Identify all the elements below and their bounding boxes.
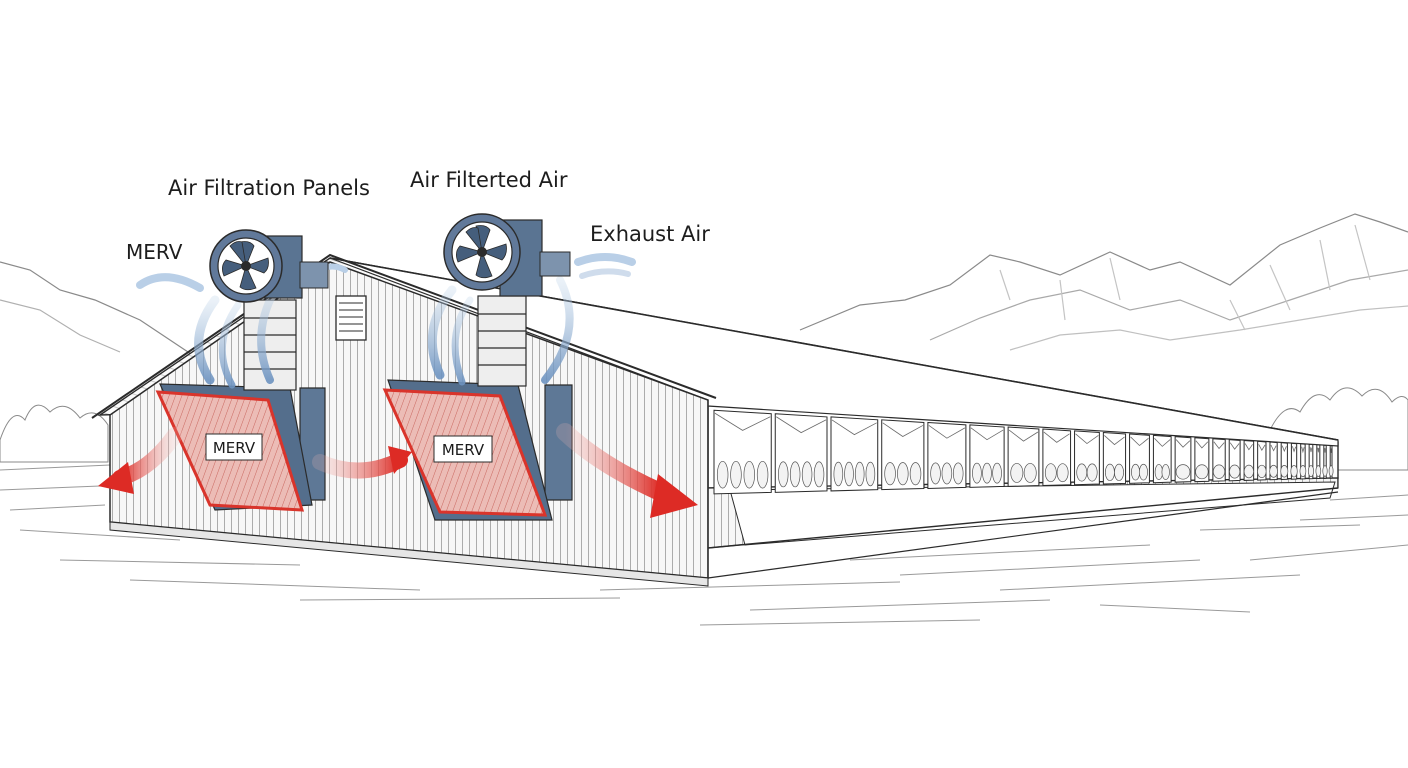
truss-line	[1309, 447, 1313, 453]
bird-figure	[801, 461, 813, 488]
truss-line	[1270, 444, 1277, 452]
intake-airflow-arrows	[98, 423, 698, 518]
bird-figure	[844, 461, 854, 487]
bird-figure	[1195, 464, 1209, 480]
bird-figure	[865, 461, 876, 487]
bird-figure	[833, 461, 844, 487]
bird-figure	[1076, 463, 1088, 482]
duct-right	[477, 295, 527, 387]
bird-figure	[1328, 465, 1334, 477]
bird-figure	[972, 462, 982, 484]
bird-figure	[1257, 464, 1267, 478]
bird-figure	[1056, 463, 1069, 483]
truss-line	[1154, 438, 1171, 447]
bird-figure	[982, 462, 992, 484]
bird-figure	[897, 462, 909, 486]
bird-figure	[1315, 465, 1322, 477]
truss-line	[1130, 436, 1149, 447]
truss-line	[1317, 447, 1320, 453]
bird-figure	[1290, 465, 1298, 478]
bird-figure	[930, 462, 941, 485]
bird-figure	[1269, 464, 1278, 478]
bird-figure	[1280, 465, 1289, 478]
exhaust-fan-icon	[209, 229, 329, 303]
bird-figure	[1212, 464, 1226, 479]
bird-figure	[1322, 465, 1328, 477]
bird-figure	[1229, 464, 1241, 479]
bird-figure	[730, 460, 742, 489]
label-air-filtered-air: Air Filterted Air	[410, 168, 568, 192]
truss-line	[1258, 444, 1266, 451]
truss-line	[1175, 439, 1191, 448]
mountains-background	[0, 213, 1408, 361]
truss-line	[1301, 446, 1305, 454]
bird-figure	[1010, 463, 1024, 483]
barn-window-openings	[713, 409, 1334, 495]
bird-figure	[909, 462, 922, 486]
bird-figure	[992, 462, 1002, 484]
bird-figure	[941, 462, 953, 485]
bird-figure	[813, 461, 825, 488]
bird-figure	[756, 460, 769, 489]
truss-line	[1104, 435, 1125, 446]
bird-figure	[1175, 464, 1191, 480]
bird-figure	[952, 462, 964, 485]
filter-unit-left: MERV	[155, 383, 326, 512]
truss-line	[776, 416, 827, 434]
bird-figure	[777, 461, 789, 488]
bird-figure	[1299, 465, 1307, 478]
truss-line	[1244, 443, 1253, 451]
truss-line	[714, 412, 771, 431]
truss-line	[970, 427, 1004, 441]
bird-figure	[789, 461, 801, 488]
truss-line	[1229, 442, 1240, 450]
bird-figure	[1114, 463, 1124, 481]
bird-figure	[743, 460, 755, 489]
bird-figure	[1154, 464, 1163, 480]
bird-figure	[1161, 464, 1170, 480]
label-exhaust-air: Exhaust Air	[590, 222, 710, 246]
merv-tag-left: MERV	[213, 439, 256, 457]
bird-figure	[1138, 463, 1148, 481]
filter-unit-right: MERV	[382, 379, 573, 521]
filtered-airflow	[136, 253, 636, 389]
bird-figure	[716, 460, 729, 489]
truss-line	[1075, 433, 1099, 445]
truss-line	[882, 422, 924, 437]
bird-figure	[854, 461, 865, 487]
truss-line	[1281, 445, 1287, 453]
merv-tag-right: MERV	[442, 441, 485, 459]
bird-figure	[1104, 463, 1115, 481]
truss-line	[1213, 441, 1225, 450]
bird-figure	[1307, 465, 1315, 477]
ground	[0, 464, 1408, 626]
exhaust-fan-icon	[443, 213, 571, 297]
truss-line	[1195, 440, 1209, 449]
truss-line	[1043, 431, 1070, 443]
bird-figure	[1243, 464, 1254, 479]
bird-figure	[884, 462, 896, 486]
truss-line	[1008, 429, 1039, 442]
label-air-filtration-panels: Air Filtration Panels	[168, 176, 370, 200]
label-merv: MERV	[126, 240, 183, 264]
bird-figure	[1086, 463, 1098, 482]
bird-figure	[1044, 463, 1057, 483]
truss-line	[928, 425, 966, 439]
bird-figure	[1131, 463, 1141, 481]
truss-line	[831, 419, 877, 436]
truss-line	[1292, 446, 1297, 453]
bird-figure	[1023, 463, 1037, 483]
